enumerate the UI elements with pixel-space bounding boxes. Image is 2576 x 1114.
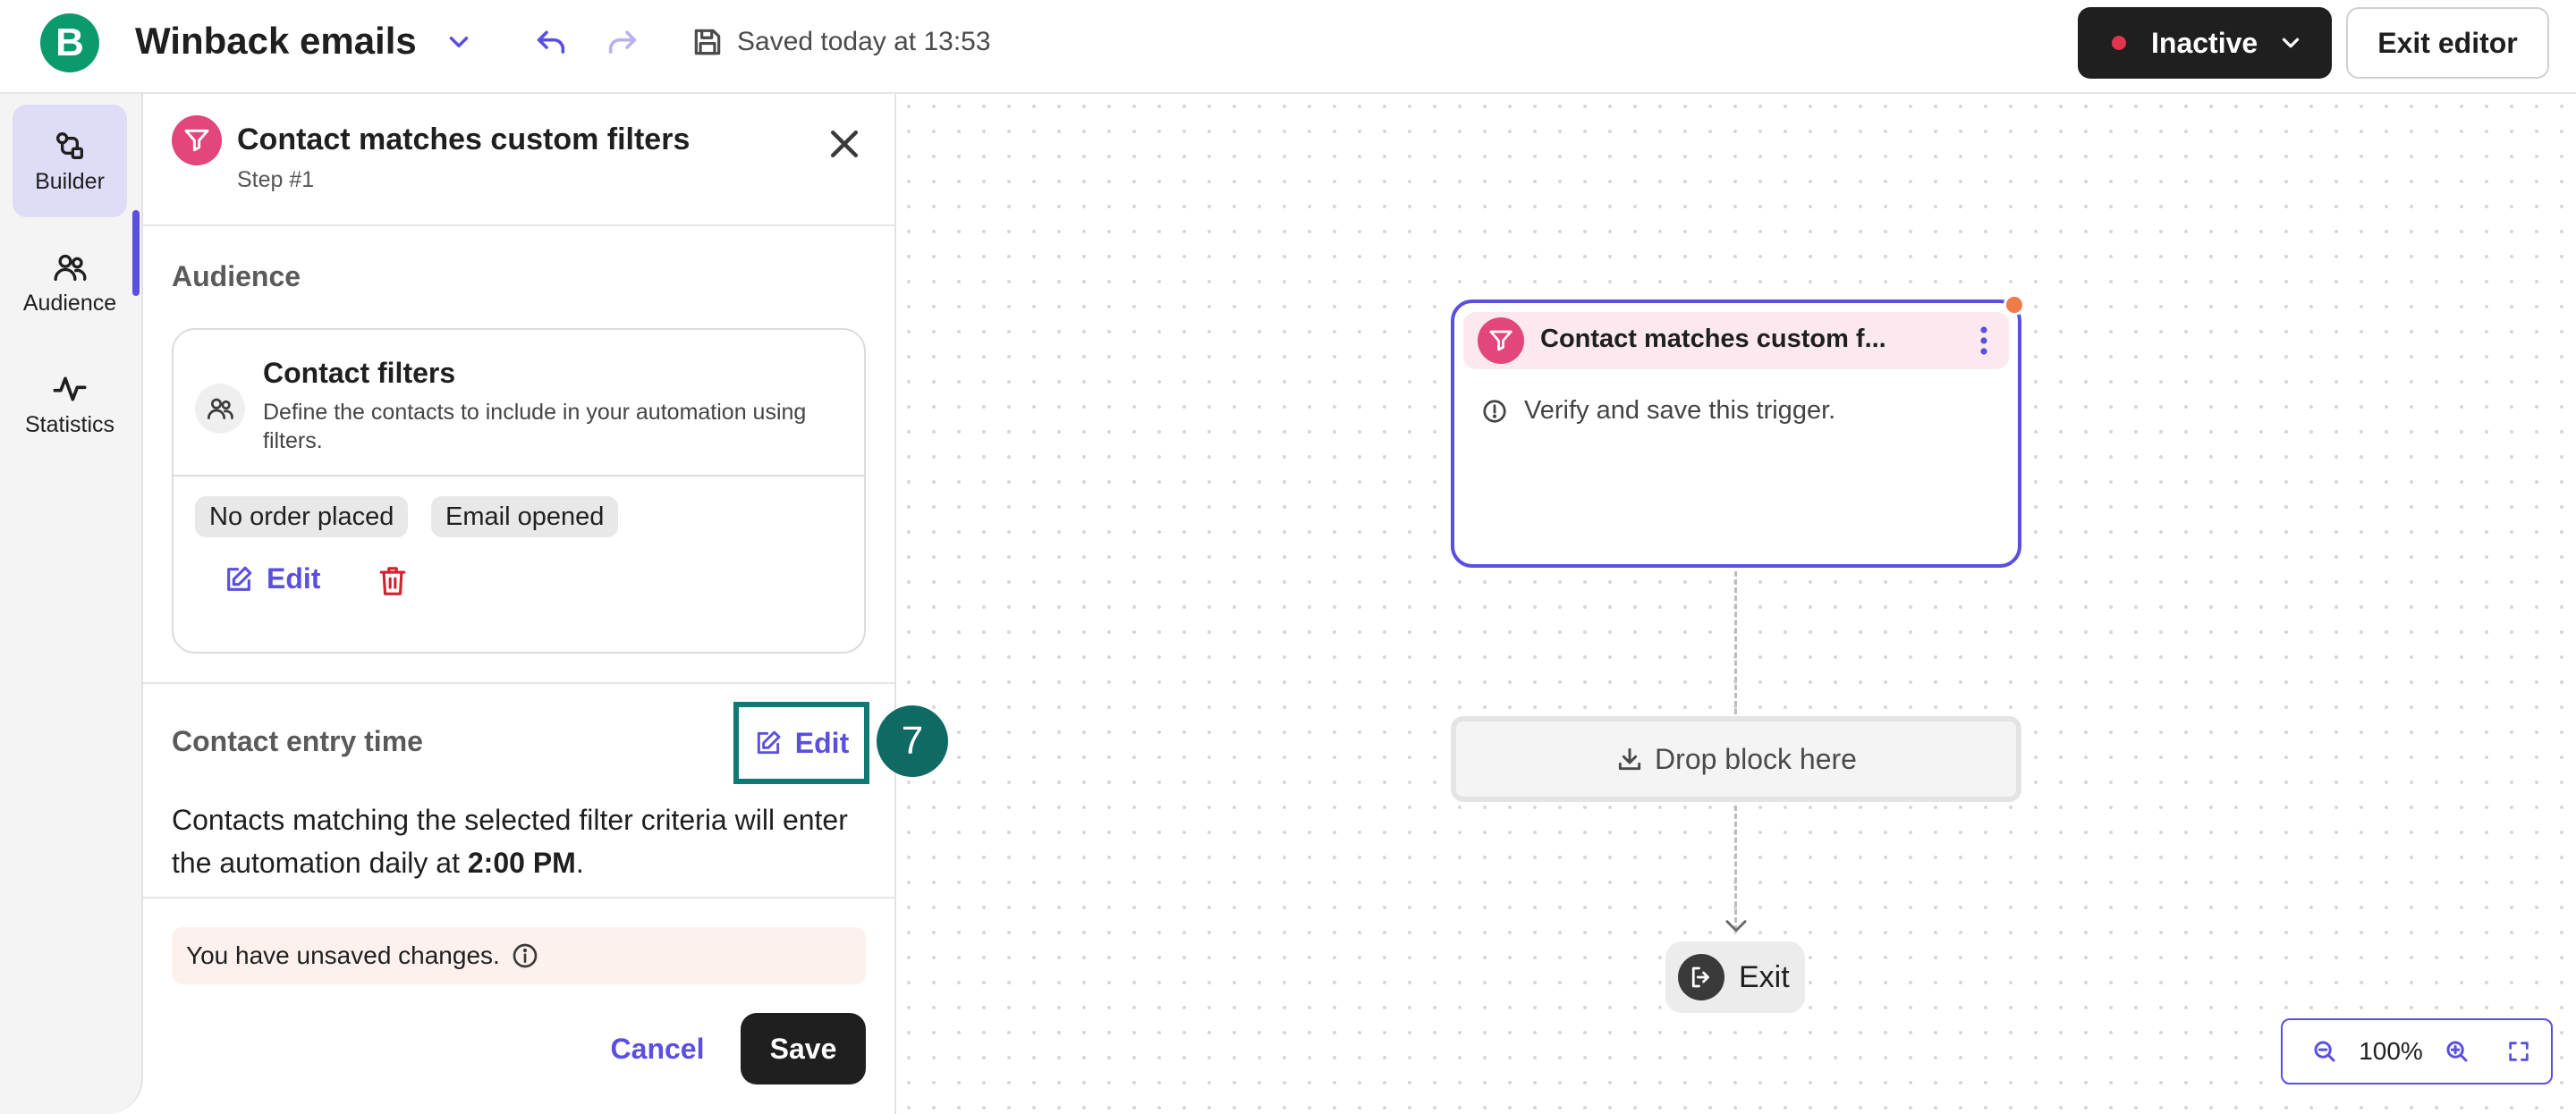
connector-line <box>1734 806 1737 931</box>
sidebar-item-statistics[interactable]: Statistics <box>13 348 127 460</box>
brand-logo[interactable]: B <box>40 13 99 72</box>
save-button[interactable]: Save <box>741 1013 866 1084</box>
warning-dot <box>2004 294 2025 316</box>
drop-label: Drop block here <box>1655 742 1857 775</box>
edit-icon <box>227 566 252 591</box>
exit-node[interactable]: Exit <box>1665 941 1805 1013</box>
edit-entry-time-button[interactable]: Edit <box>733 702 869 784</box>
redo-icon[interactable] <box>605 25 640 61</box>
zoom-out-icon[interactable] <box>2311 1038 2338 1065</box>
active-indicator <box>132 210 140 296</box>
node-header: Contact matches custom f... <box>1463 312 2009 369</box>
builder-icon <box>56 131 84 159</box>
status-dropdown-button[interactable]: Inactive <box>2078 7 2332 79</box>
step-marker-badge: 7 <box>877 705 948 777</box>
sidebar-item-audience[interactable]: Audience <box>13 226 127 339</box>
filter-chip: No order placed <box>195 496 409 537</box>
filter-icon-badge <box>1478 317 1524 364</box>
node-warning: Verify and save this trigger. <box>1481 396 1835 426</box>
chevron-down-icon[interactable] <box>444 27 474 57</box>
status-dot <box>2112 36 2126 50</box>
exit-icon <box>1691 966 1709 988</box>
step-settings-panel: Contact matches custom filters Step #1 A… <box>143 94 948 1114</box>
alert-circle-icon <box>1483 399 1506 423</box>
entry-time-heading: Contact entry time <box>172 725 423 757</box>
exit-label: Exit <box>1739 959 1790 994</box>
people-icon-badge <box>195 384 245 434</box>
node-warning-text: Verify and save this trigger. <box>1524 396 1836 425</box>
panel-title: Contact matches custom filters <box>237 122 691 156</box>
unsaved-changes-banner: You have unsaved changes. <box>172 927 866 984</box>
arrow-down-icon <box>1725 920 1747 933</box>
card-header: Contact filters Define the contacts to i… <box>174 330 864 477</box>
section-divider <box>143 682 894 684</box>
sidebar-item-builder[interactable]: Builder <box>13 105 127 217</box>
panel-header: Contact matches custom filters Step #1 <box>143 94 894 226</box>
exit-icon-badge <box>1678 954 1724 1000</box>
info-icon[interactable] <box>511 941 539 970</box>
download-icon <box>1618 747 1641 771</box>
card-description: Define the contacts to include in your a… <box>263 400 807 453</box>
filter-icon-badge <box>172 115 222 165</box>
close-icon[interactable] <box>825 124 864 164</box>
entry-text-suffix: . <box>575 847 584 879</box>
save-status-text: Saved today at 13:53 <box>737 27 991 56</box>
node-title: Contact matches custom f... <box>1540 325 1886 353</box>
status-label: Inactive <box>2151 26 2258 59</box>
chevron-down-icon <box>2283 38 2300 48</box>
edit-label: Edit <box>794 726 850 759</box>
edit-filters-button[interactable]: Edit <box>224 562 320 595</box>
edit-label: Edit <box>267 562 321 595</box>
drop-block-zone[interactable]: Drop block here <box>1451 716 2021 802</box>
statistics-icon <box>53 376 87 401</box>
entry-time-value: 2:00 PM <box>467 847 576 879</box>
save-disk-icon <box>694 29 721 55</box>
entry-time-description: Contacts matching the selected filter cr… <box>172 798 869 884</box>
automation-title[interactable]: Winback emails <box>135 20 417 62</box>
entry-text-prefix: Contacts matching the selected filter cr… <box>172 804 848 879</box>
sidebar-item-label: Audience <box>22 290 117 316</box>
contact-filters-card: Contact filters Define the contacts to i… <box>172 328 866 654</box>
edit-icon <box>757 730 781 755</box>
trash-icon[interactable] <box>377 564 408 598</box>
fit-screen-icon[interactable] <box>2506 1039 2531 1064</box>
undo-icon[interactable] <box>533 25 569 61</box>
sidebar-item-label: Builder <box>35 168 105 194</box>
zoom-controls: 100% <box>2281 1018 2553 1084</box>
filter-icon <box>184 129 209 152</box>
left-nav: Builder Audience Statistics <box>0 94 143 1114</box>
workflow-canvas[interactable]: Contact matches custom f... Verify and s… <box>896 94 2576 1114</box>
section-divider <box>143 897 894 899</box>
cancel-button[interactable]: Cancel <box>610 1032 705 1065</box>
people-icon <box>208 398 233 419</box>
filter-icon <box>1489 330 1513 351</box>
top-bar: B Winback emails Saved today at 13:53 In… <box>0 0 2576 94</box>
audience-heading: Audience <box>172 260 301 292</box>
panel-step-label: Step #1 <box>237 167 315 192</box>
filter-chip: Email opened <box>431 496 619 537</box>
more-options-icon[interactable] <box>1979 325 1989 357</box>
card-title: Contact filters <box>263 357 456 389</box>
exit-editor-button[interactable]: Exit editor <box>2346 7 2549 79</box>
zoom-level: 100% <box>2359 1037 2423 1065</box>
sidebar-item-label: Statistics <box>24 411 115 437</box>
unsaved-text: You have unsaved changes. <box>186 941 500 969</box>
connector-line <box>1734 571 1737 714</box>
trigger-node[interactable]: Contact matches custom f... Verify and s… <box>1451 294 2025 568</box>
people-icon <box>54 254 87 281</box>
zoom-in-icon[interactable] <box>2444 1038 2470 1065</box>
